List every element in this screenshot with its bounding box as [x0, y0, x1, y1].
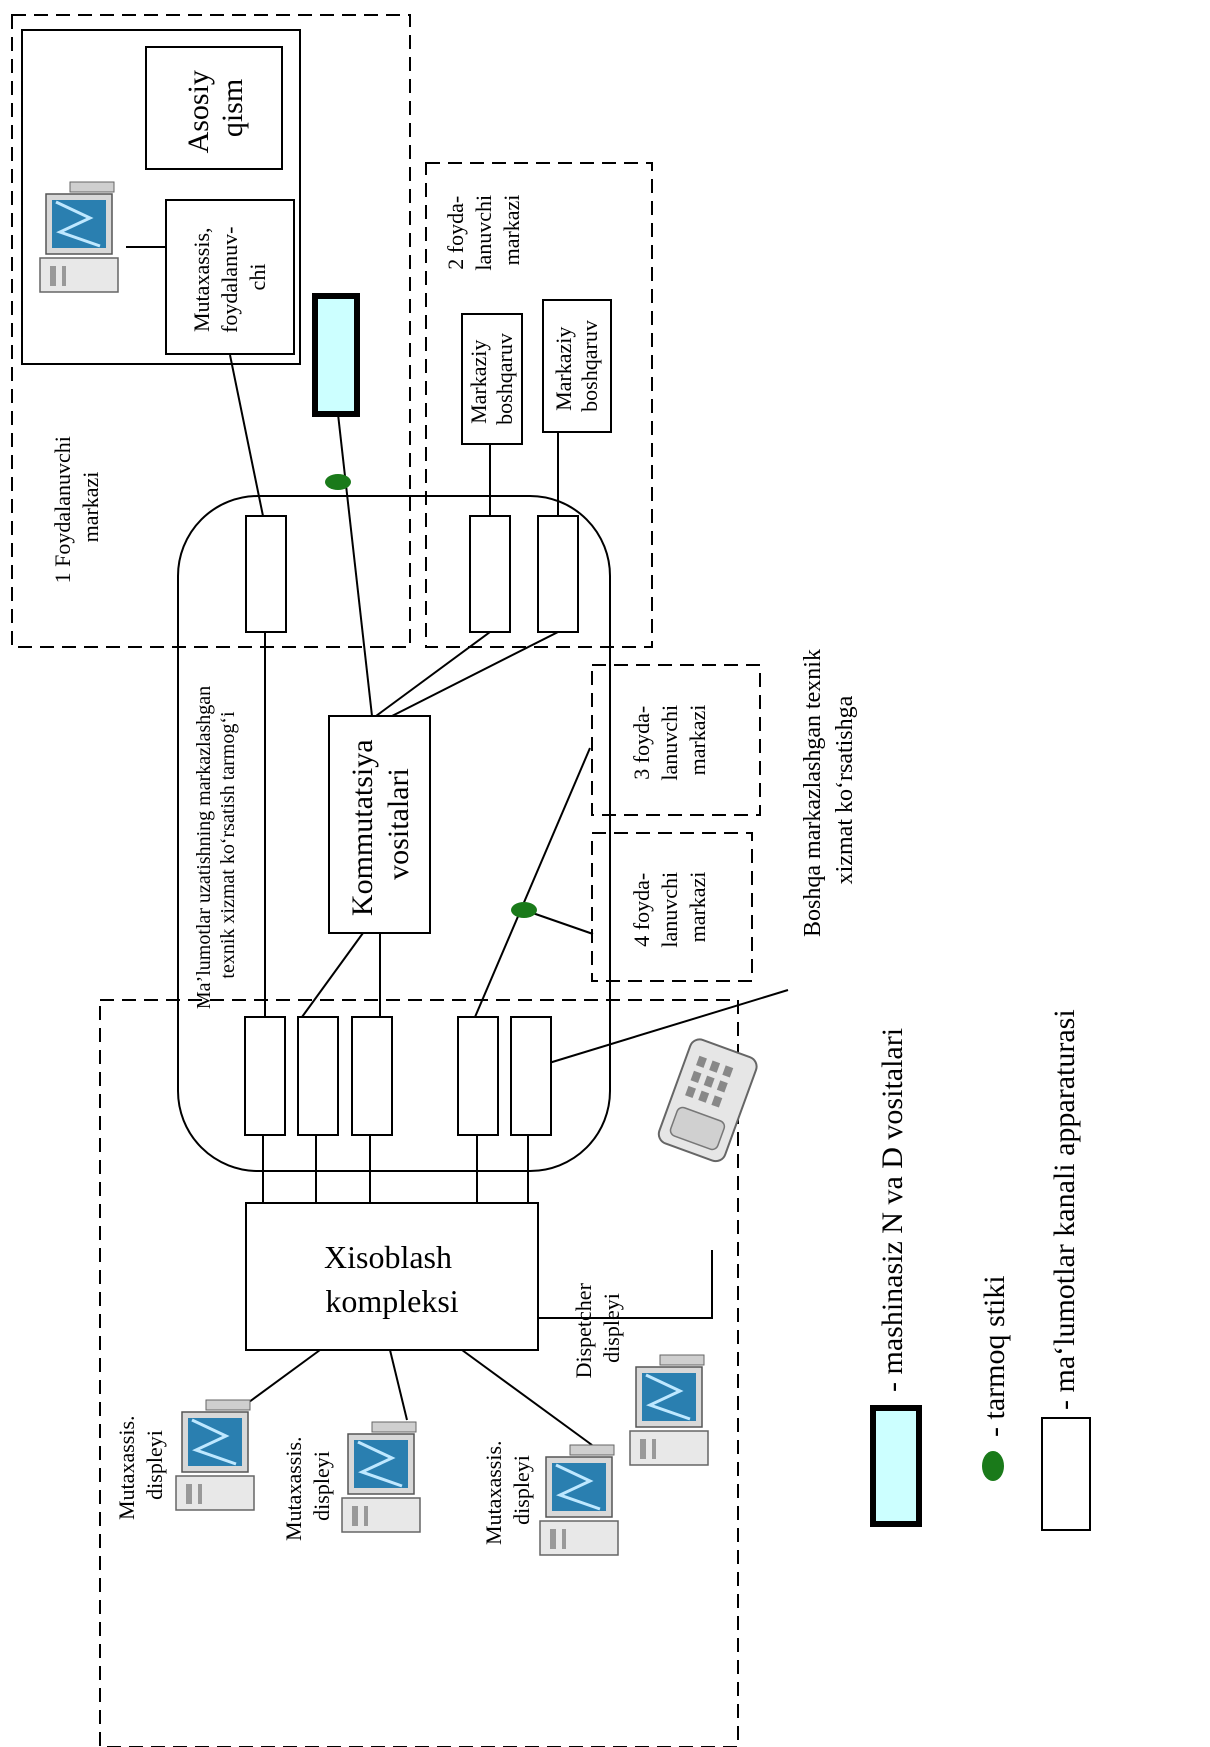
- computing-complex-box: [245, 1202, 539, 1351]
- specialist-display-label-3: Mutaxassis. displeyi: [481, 1435, 534, 1545]
- channel-unit-b5: [510, 1016, 552, 1136]
- specialist-display-label-1: Mutaxassis. displeyi: [114, 1410, 167, 1520]
- legend-channel-label: - ma‘lumotlar kanali apparaturasi: [1048, 1009, 1081, 1410]
- computer-icon: [538, 1443, 620, 1557]
- user-center-2-region: [425, 162, 653, 648]
- computer-icon: [174, 1398, 256, 1512]
- specialist-display-label-2: Mutaxassis. displeyi: [281, 1431, 334, 1541]
- channel-unit-b2: [297, 1016, 339, 1136]
- specialist-user-box: [165, 199, 295, 355]
- dispatcher-display-label: Dispetcher displeyi: [571, 1278, 624, 1379]
- user-center-1-label: 1 Foydalanuvchi markazi: [50, 431, 103, 584]
- computer-icon: [340, 1420, 422, 1534]
- legend-joint-label: - tarmoq stiki: [978, 1275, 1011, 1437]
- computing-center-region: [99, 999, 739, 1747]
- computer-icon: [628, 1353, 710, 1467]
- channel-unit-b1: [244, 1016, 286, 1136]
- channel-unit-b3: [351, 1016, 393, 1136]
- channel-unit-b4: [457, 1016, 499, 1136]
- connection-lines: [126, 246, 789, 1446]
- central-mgmt-box-2: [542, 299, 612, 433]
- service-network-boundary: [177, 495, 611, 1172]
- central-mgmt-label-1: Markaziy boshqaruv: [466, 333, 517, 425]
- user-center-1-region: [11, 14, 411, 648]
- network-joint-top: [325, 474, 351, 490]
- legend-joint-swatch: [982, 1451, 1004, 1481]
- legend-machineless-swatch: [870, 1405, 922, 1527]
- user-center-2-label: 2 foyda- lanuvchi markazi: [443, 189, 524, 270]
- network-joint-bottom: [511, 902, 537, 918]
- channel-unit-c2b: [537, 515, 579, 633]
- machineless-device: [312, 293, 360, 417]
- switching-box: [328, 715, 431, 934]
- switching-label: Kommutatsiya vositalari: [346, 732, 415, 916]
- channel-equipment-units: [244, 515, 579, 1136]
- user-center-4-label: 4 foyda- lanuvchi markazi: [629, 866, 710, 947]
- network-label: Ma’lumotlar uzatishning markazlashgan te…: [193, 681, 239, 1009]
- legend-machineless-label: - mashinasiz N va D vositalari: [876, 1028, 909, 1392]
- asosiy-qism-box: [145, 46, 283, 170]
- central-mgmt-box-1: [461, 313, 523, 445]
- user-center-4-region: [591, 832, 753, 982]
- legend-channel-swatch: [1041, 1417, 1091, 1531]
- specialist-user-label: Mutaxassis, foydalanuv- chi: [189, 221, 270, 333]
- computer-icon: [38, 180, 120, 294]
- other-service-label: Boshqa markazlashgan texnik xizmat ko‘rs…: [800, 643, 858, 937]
- computing-complex-label: Xisoblash kompleksi: [324, 1239, 460, 1319]
- channel-unit-c1: [245, 515, 287, 633]
- channel-unit-c2a: [469, 515, 511, 633]
- user-center-3-region: [591, 664, 761, 816]
- asosiy-qism-label: Asosiy qism: [182, 63, 249, 154]
- telephone-icon: [657, 1038, 758, 1163]
- user-center-3-label: 3 foyda- lanuvchi markazi: [629, 699, 710, 780]
- central-mgmt-label-2: Markaziy boshqaruv: [551, 320, 602, 412]
